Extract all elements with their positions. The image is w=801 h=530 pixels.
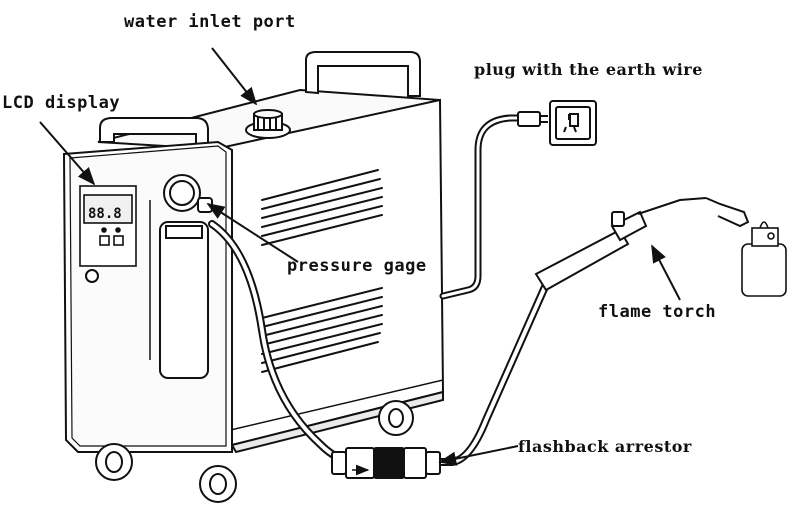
label-plug: plug with the earth wire	[474, 60, 703, 79]
arrow-flame-torch	[651, 244, 681, 301]
plug	[517, 111, 548, 127]
vent-grille-lower	[261, 287, 383, 373]
flashback-arrestor	[331, 447, 441, 479]
water-inlet-cap	[245, 109, 291, 139]
vent-grille-upper	[261, 169, 383, 246]
wall-socket	[549, 100, 597, 146]
arrow-lcd	[39, 121, 96, 186]
label-pressure-gage: pressure gage	[287, 256, 427, 276]
wheel-front-right	[199, 465, 237, 503]
lighter-icon	[741, 221, 787, 297]
label-flashback-arrestor: flashback arrestor	[518, 437, 692, 456]
wheel-rear-right	[378, 400, 414, 436]
front-knob	[85, 269, 99, 283]
arrow-water-inlet	[211, 47, 258, 106]
bubbler-bottle	[149, 200, 209, 379]
arrow-pressure-gage	[206, 203, 299, 263]
wheel-front-left	[95, 443, 133, 481]
power-cable	[439, 114, 524, 300]
label-lcd-display: LCD display	[2, 93, 121, 113]
lcd-panel: 88.8	[79, 185, 137, 267]
flame-torch	[534, 197, 750, 292]
top-handle-rear	[305, 51, 421, 97]
label-water-inlet-port: water inlet port	[124, 12, 296, 32]
arrow-flashback	[438, 445, 519, 466]
svg-text:88.8: 88.8	[88, 206, 122, 222]
label-flame-torch: flame torch	[598, 302, 717, 322]
